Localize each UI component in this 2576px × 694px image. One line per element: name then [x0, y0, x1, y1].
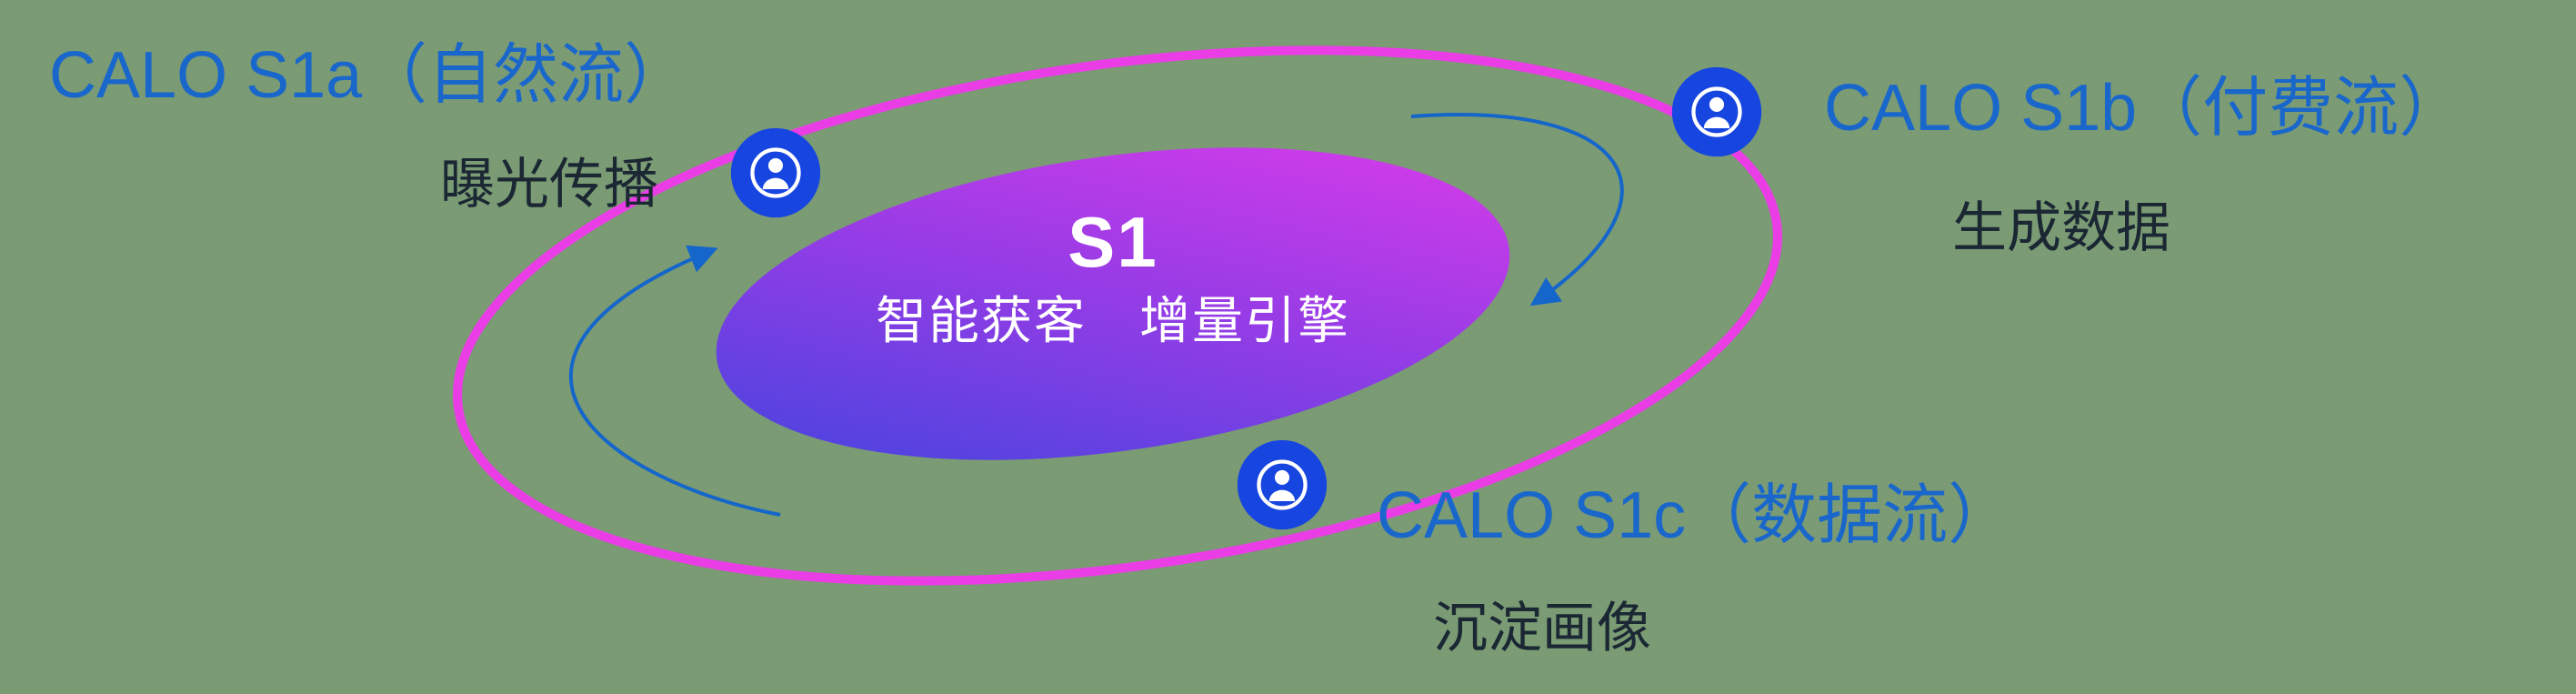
label-s1b-title: CALO S1b（付费流） — [1824, 72, 2465, 145]
user-circle-icon — [730, 127, 821, 218]
flow-arrow-right — [1410, 113, 1624, 307]
label-s1c-title: CALO S1c（数据流） — [1377, 479, 2014, 552]
core-subtitle: 智能获客 增量引擎 — [876, 291, 1350, 349]
label-s1b-subtitle: 生成数据 — [1952, 197, 2170, 258]
node-s1c-badge — [1235, 438, 1329, 532]
label-s1a-title: CALO S1a（自然流） — [49, 39, 690, 112]
label-s1a-subtitle: 曝光传播 — [440, 154, 658, 215]
orbit-ring — [453, 45, 1782, 586]
label-s1c-subtitle: 沉淀画像 — [1433, 598, 1651, 659]
core-label: S1 智能获客 增量引擎 — [840, 202, 1386, 349]
core-title: S1 — [1067, 202, 1158, 282]
node-s1a-badge — [728, 126, 823, 220]
core-gradient-ellipse — [716, 147, 1510, 460]
node-s1b-badge — [1669, 65, 1764, 159]
user-circle-icon — [1671, 66, 1762, 157]
user-circle-icon — [1237, 439, 1328, 530]
flow-arrow-left — [568, 245, 781, 517]
